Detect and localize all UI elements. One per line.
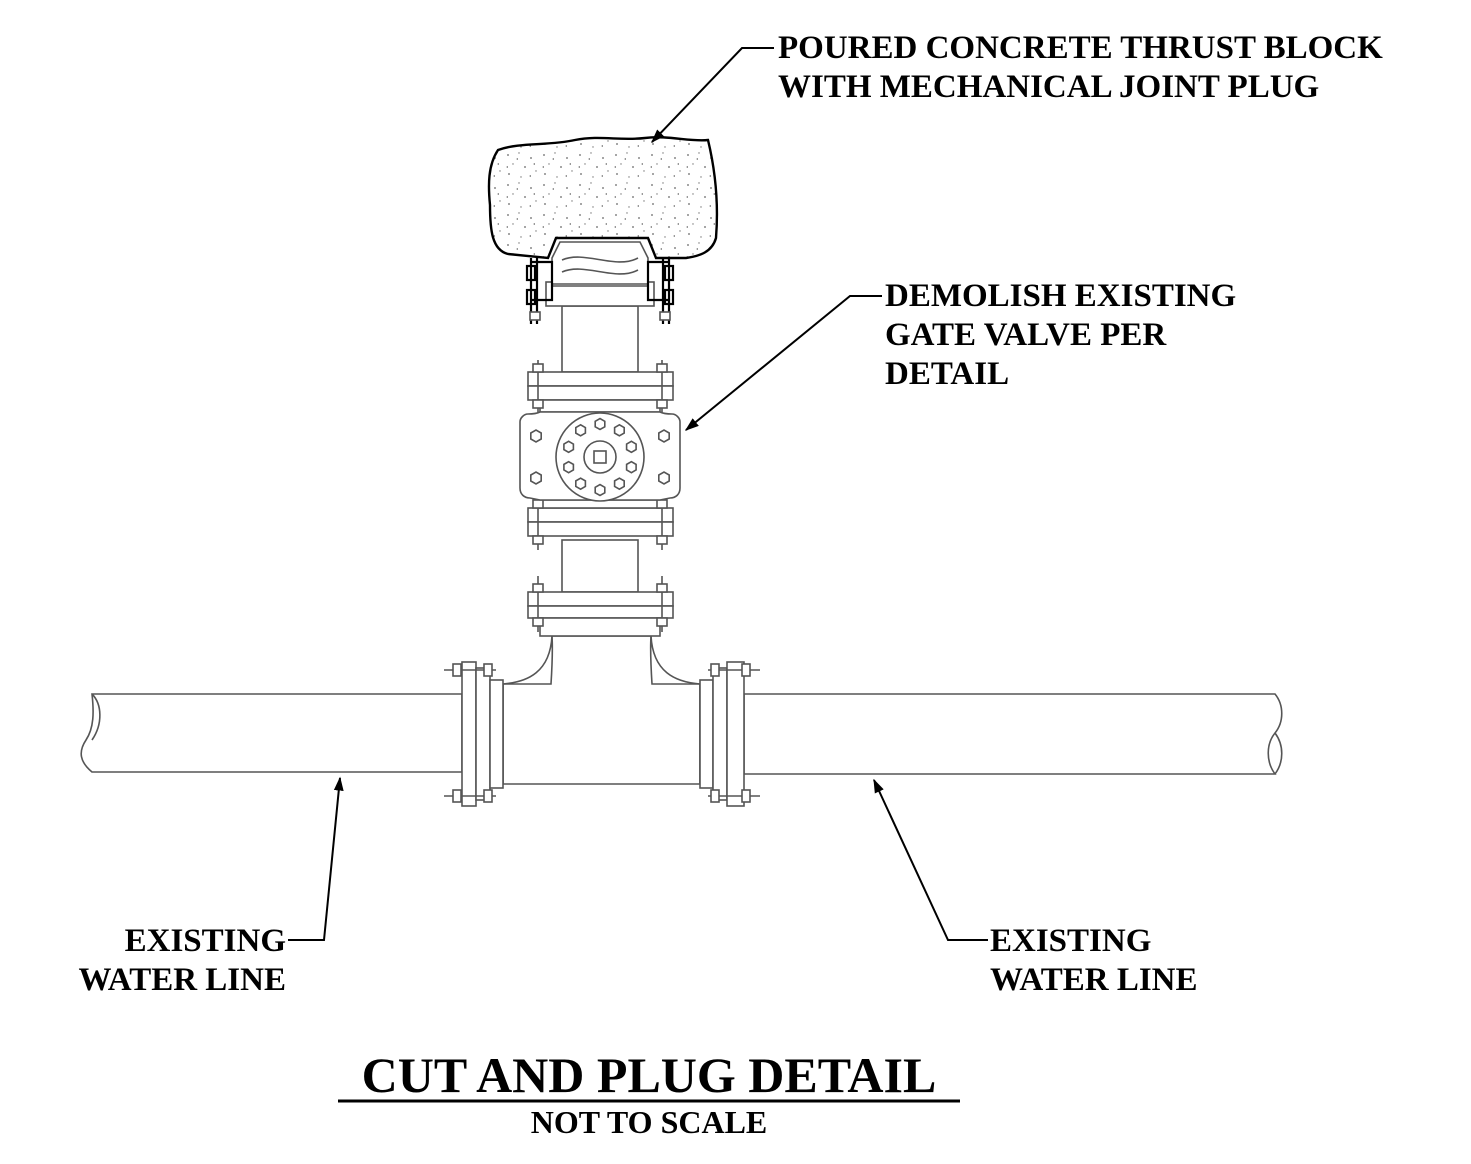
gate-valve <box>519 411 681 502</box>
water-line-left-label-line-2: WATER LINE <box>78 962 286 998</box>
pipe-break-right <box>1274 732 1283 775</box>
bolt-head-icon <box>563 460 575 474</box>
water-line-right-label-line-1: EXISTING <box>990 923 1151 959</box>
bolt-head-icon <box>657 471 671 485</box>
pipe-break-left <box>91 693 101 741</box>
bolt-head-icon <box>594 417 606 431</box>
valve-corner-bolts <box>529 429 671 485</box>
bolt-head-icon <box>529 471 543 485</box>
detail-title: CUT AND PLUG DETAIL <box>362 1047 937 1103</box>
bolt-head-icon <box>613 423 626 437</box>
water-pipe-left <box>80 693 463 773</box>
bolt-head-icon <box>574 423 587 437</box>
existing-water-line <box>80 693 1283 775</box>
gate-valve-label-line-3: DETAIL <box>885 356 1009 392</box>
gate-valve-label-line-1: DEMOLISH EXISTING <box>885 278 1236 314</box>
bolt-head-icon <box>657 429 671 443</box>
gate-valve-leader <box>684 295 882 431</box>
concrete-thrust-block <box>487 136 719 260</box>
thrust-block-leader <box>651 47 774 144</box>
tee-flange-right <box>699 661 760 807</box>
gate-valve-label-line-2: GATE VALVE PER <box>885 317 1167 353</box>
tee-fitting <box>502 635 701 785</box>
valve-flange-lower <box>527 496 674 550</box>
branch-pipe <box>561 305 639 593</box>
tee-flange-left <box>444 661 504 807</box>
bolt-head-icon <box>563 440 575 454</box>
valve-bolts <box>563 417 637 497</box>
water-line-left-leader <box>288 776 344 941</box>
thrust-block-label-line-2: WITH MECHANICAL JOINT PLUG <box>778 69 1319 105</box>
bolt-head-icon <box>625 440 637 454</box>
mechanical-joint-plug <box>525 241 675 324</box>
water-line-left-label-line-1: EXISTING <box>125 923 286 959</box>
valve-flange-upper <box>527 360 674 416</box>
bolt-head-icon <box>613 477 626 491</box>
water-pipe-right <box>743 693 1283 775</box>
water-line-right-leader <box>873 778 988 941</box>
water-line-right-label-line-2: WATER LINE <box>990 962 1198 998</box>
bolt-head-icon <box>594 483 606 497</box>
bolt-head-icon <box>529 429 543 443</box>
thrust-block-label-line-1: POURED CONCRETE THRUST BLOCK <box>778 30 1383 66</box>
bolt-head-icon <box>574 477 587 491</box>
detail-scale-note: NOT TO SCALE <box>531 1104 768 1140</box>
bolt-head-icon <box>625 460 637 474</box>
branch-flange-lower <box>527 576 674 637</box>
